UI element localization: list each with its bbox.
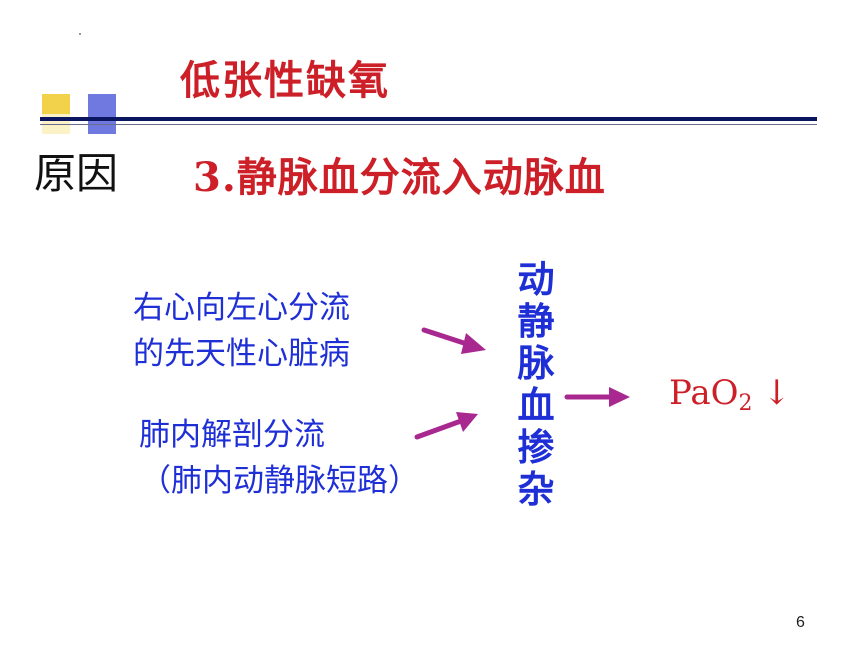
mixing-char: 脉 (517, 341, 555, 385)
reason-label: 原因 (34, 149, 119, 198)
mixing-char: 动 (517, 257, 555, 301)
mixing-char: 杂 (517, 467, 555, 511)
page-number: 6 (796, 614, 805, 631)
down-arrow-icon: ↓ (762, 373, 792, 413)
mixing-char: 掺 (517, 425, 555, 469)
title-divider-thin (40, 124, 817, 125)
venous-arterial-mixing-label: 动 静 脉 血 掺 杂 (512, 258, 560, 510)
arrow-head-cause1-icon (461, 333, 486, 354)
cause-pulmonary-shunt-detail: （肺内动静脉短路） (140, 463, 419, 499)
cause-line: 的先天性心脏病 (133, 336, 350, 372)
decorative-square-blue-top (88, 94, 116, 114)
section-subtitle: 3.静脉血分流入动脉血 (193, 154, 606, 201)
pao2-symbol: PaO (669, 373, 739, 413)
decorative-dot (79, 33, 81, 35)
arrow-cause2-to-mixing (414, 418, 464, 440)
arrow-head-result-icon (609, 387, 630, 407)
decorative-square-yellow-top (42, 94, 70, 114)
arrow-cause1-to-mixing (421, 327, 473, 348)
title-divider-thick (40, 117, 817, 121)
slide-title: 低张性缺氧 (180, 57, 390, 104)
cause-congenital-heart-disease: 右心向左心分流 的先天性心脏病 (133, 285, 350, 377)
cause-pulmonary-shunt: 肺内解剖分流 (139, 417, 325, 453)
pao2-decrease-result: PaO2 ↓ (669, 373, 791, 416)
mixing-char: 静 (517, 299, 555, 343)
mixing-char: 血 (517, 383, 555, 427)
arrow-head-cause2-icon (456, 412, 478, 432)
cause-line: 右心向左心分流 (133, 290, 350, 326)
pao2-subscript: 2 (738, 391, 753, 416)
